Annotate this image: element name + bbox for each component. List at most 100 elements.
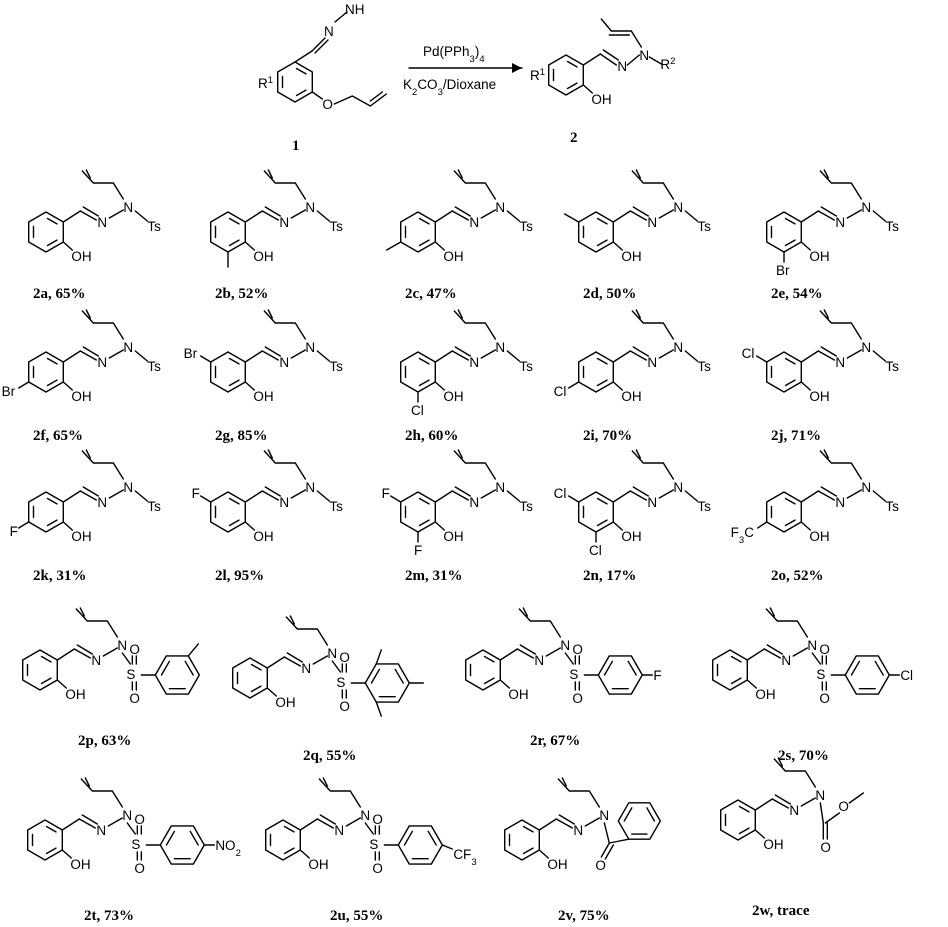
hydroxyl-label: OH [308, 857, 328, 872]
product-hydrazine-nitrogen: N [639, 48, 649, 63]
imine-nitrogen-label: N [534, 653, 544, 668]
hydrazine-nitrogen-label: N [327, 646, 337, 661]
compound-2-label: 2 [570, 130, 578, 146]
imine-nitrogen-label: N [573, 823, 583, 838]
hydrazine-nitrogen-label: N [807, 638, 817, 653]
hydroxyl-label: OH [71, 389, 91, 404]
hydrazine-nitrogen-label: N [117, 638, 127, 653]
hydroxyl-label: OH [809, 389, 829, 404]
tosyl-label: Ts [697, 219, 711, 234]
caption-2s: 2s, 70% [778, 748, 829, 764]
hydrazine-nitrogen-label: N [305, 340, 315, 355]
sulfonyl-oxygen-bottom: O [134, 861, 145, 876]
chloro-label-3: Cl [589, 543, 602, 558]
hydroxyl-label: OH [443, 529, 463, 544]
caption-2b: 2b, 52% [215, 286, 268, 302]
hydrazine-nitrogen-label: N [305, 200, 315, 215]
ether-oxygen-label: O [322, 97, 333, 112]
caption-2o: 2o, 52% [771, 568, 824, 584]
sulfonyl-oxygen-top: O [129, 642, 140, 657]
caption-2u: 2u, 55% [330, 908, 383, 924]
caption-2t: 2t, 73% [84, 908, 134, 924]
hydrazine-nitrogen-label: N [123, 480, 133, 495]
hydrazine-nitrogen-label: N [861, 480, 871, 495]
sulfur-label: S [816, 667, 825, 682]
hydrazine-nitrogen-label: N [123, 200, 133, 215]
chloro-label: Cl [742, 346, 755, 361]
hydroxyl-label: OH [755, 687, 775, 702]
imine-nitrogen-label: N [835, 495, 845, 510]
caption-2p: 2p, 63% [78, 733, 131, 749]
tosyl-label: Ts [519, 359, 533, 374]
imine-nitrogen-label: N [301, 661, 311, 676]
imine-nitrogen-label: N [279, 495, 289, 510]
sulfonyl-oxygen-bottom: O [339, 699, 350, 714]
tosyl-label: Ts [329, 359, 343, 374]
hydroxyl-label: OH [809, 529, 829, 544]
hydrazine-nitrogen-label: N [599, 808, 609, 823]
chloro-label-5: Cl [554, 486, 567, 501]
bromo-label: Br [184, 346, 198, 361]
imine-nitrogen-label: N [97, 355, 107, 370]
para-fluoro-label: F [653, 668, 661, 683]
caption-2f: 2f, 65% [33, 428, 83, 444]
carbonyl-oxygen-label: O [595, 858, 606, 873]
fluoro-label-3: F [414, 543, 422, 558]
product-imine-nitrogen: N [617, 59, 627, 74]
nitro-label: NO2 [215, 838, 241, 859]
tosyl-label: Ts [885, 219, 899, 234]
imine-nitrogen-label: N [279, 355, 289, 370]
tosyl-label: Ts [885, 359, 899, 374]
hydroxyl-label: OH [253, 249, 273, 264]
sulfur-label: S [336, 675, 345, 690]
hydroxyl-label: OH [763, 837, 783, 852]
carbamate-carbonyl-oxygen: O [820, 840, 831, 855]
fluoro-label: F [10, 524, 18, 539]
sulfonyl-oxygen-bottom: O [372, 861, 383, 876]
sulfonyl-oxygen-bottom: O [572, 691, 583, 706]
sulfur-label: S [131, 837, 140, 852]
imine-nitrogen-label: N [835, 215, 845, 230]
caption-2c: 2c, 47% [405, 286, 457, 302]
chloro-label: Cl [554, 384, 567, 399]
caption-2r: 2r, 67% [530, 733, 580, 749]
tosyl-label: Ts [885, 499, 899, 514]
product-hydroxyl-label: OH [591, 92, 611, 107]
hydroxyl-label: OH [508, 687, 528, 702]
r1-substituent-label: R1 [258, 75, 273, 92]
trifluoromethyl-label: F3C [731, 525, 755, 546]
caption-2l: 2l, 95% [215, 568, 264, 584]
caption-2g: 2g, 85% [215, 428, 268, 444]
hydroxyl-label: OH [253, 529, 273, 544]
imine-nitrogen-label: N [91, 653, 101, 668]
caption-2h: 2h, 60% [405, 428, 458, 444]
caption-2d: 2d, 50% [583, 286, 636, 302]
caption-2n: 2n, 17% [583, 568, 636, 584]
caption-2k: 2k, 31% [33, 568, 86, 584]
hydroxyl-label: OH [443, 249, 463, 264]
hydrazine-nitrogen-label: N [495, 480, 505, 495]
hydrazine-nitrogen-label: N [123, 340, 133, 355]
hydroxyl-label: OH [547, 857, 567, 872]
caption-2a: 2a, 65% [33, 286, 86, 302]
hydroxyl-label: OH [65, 687, 85, 702]
hydrazine-nitrogen-label: N [861, 340, 871, 355]
imine-nitrogen-label: N [96, 823, 106, 838]
sulfonyl-oxygen-top: O [819, 642, 830, 657]
tosyl-label: Ts [147, 359, 161, 374]
nh-label: NH [345, 2, 365, 17]
